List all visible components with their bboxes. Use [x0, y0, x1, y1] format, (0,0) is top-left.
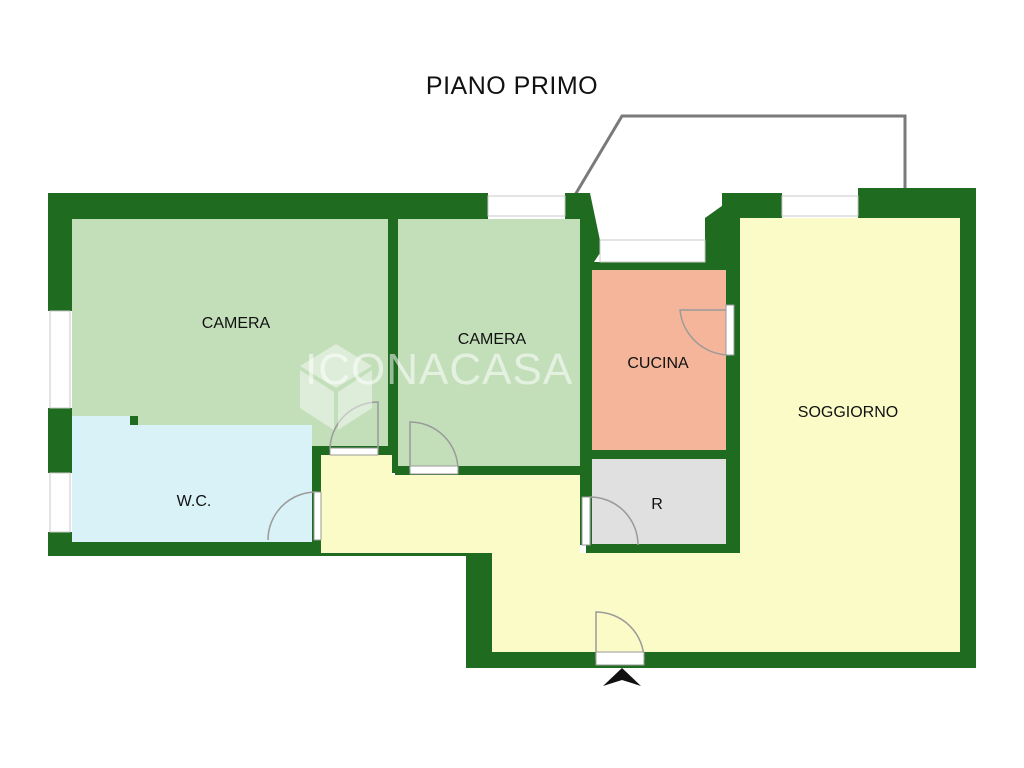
- door-swing-icon: [595, 611, 645, 661]
- watermark-logo-icon: [300, 344, 372, 430]
- windows: [49, 195, 859, 533]
- label-camera-2: CAMERA: [457, 331, 527, 348]
- door-swing-icon: [679, 309, 731, 356]
- room-camera-1: [72, 219, 388, 416]
- watermark-text: ICONACASA: [305, 345, 574, 394]
- room-wc-notch: [72, 416, 130, 428]
- label-camera-1: CAMERA: [201, 315, 271, 332]
- balcony-outline: [573, 114, 907, 196]
- room-wc: [72, 425, 312, 542]
- doors: [267, 309, 731, 661]
- room-corridor: [321, 455, 391, 553]
- label-ripostiglio: R: [651, 496, 663, 513]
- label-cucina: CUCINA: [627, 355, 689, 372]
- label-soggiorno: SOGGIORNO: [797, 404, 899, 421]
- room-ripostiglio: [592, 459, 726, 544]
- label-wc: W.C.: [176, 493, 212, 510]
- door-swing-icon: [267, 491, 317, 541]
- door-swing-icon: [409, 421, 459, 471]
- entrance-arrow-icon: [603, 668, 641, 686]
- door-swing-icon: [589, 496, 639, 546]
- room-soggiorno: [321, 218, 960, 652]
- door-swing-icon: [329, 401, 379, 451]
- plan-title: PIANO PRIMO: [425, 72, 599, 100]
- room-cucina: [592, 270, 726, 450]
